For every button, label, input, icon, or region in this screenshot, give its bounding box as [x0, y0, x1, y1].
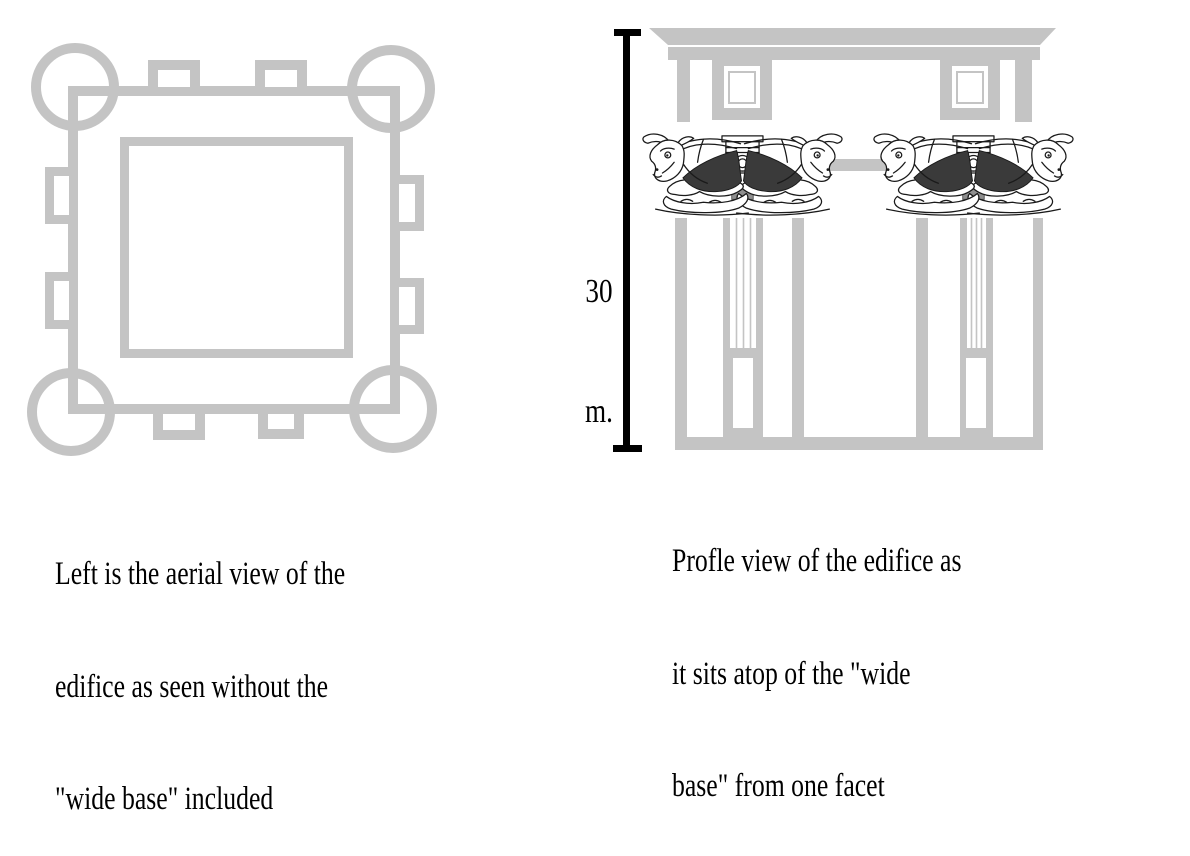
caption-line: "wide base" included: [55, 781, 274, 817]
profile-elevation-figure: [613, 28, 1100, 452]
capital-left: [643, 134, 842, 215]
window-right: [940, 54, 1000, 120]
right-caption: Profle view of the edifice as it sits at…: [672, 468, 961, 843]
caption-line: Left is the aerial view of the: [55, 556, 346, 592]
caption-line: edifice as seen without the: [55, 668, 329, 705]
caption-line: it sits atop of the "wide: [672, 655, 911, 692]
left-caption: Left is the aerial view of the edifice a…: [55, 481, 345, 856]
aerial-plan-figure: [0, 0, 470, 470]
roof-cornice: [649, 28, 1056, 45]
plan-tab-left-1: [45, 167, 69, 224]
caption-line: base" from one facet: [672, 768, 885, 804]
column-group-right: [916, 218, 1043, 440]
roof-post-right: [1015, 60, 1032, 122]
plan-corner-column-bottom-left: [27, 368, 115, 456]
plan-corner-column-top-left: [31, 43, 119, 131]
plan-corner-column-top-right: [347, 45, 435, 133]
plan-corner-column-bottom-right: [349, 365, 437, 453]
measurement-bar: [613, 29, 642, 452]
plan-outer-square: [68, 86, 400, 414]
window-left: [712, 54, 772, 120]
dimension-value: 30: [585, 273, 613, 310]
ground-bar: [675, 437, 1043, 450]
plan-tab-bottom-1: [153, 414, 205, 440]
column-group-left: [675, 218, 804, 440]
roof-post-left: [677, 60, 690, 122]
caption-line: Profle view of the edifice as: [672, 543, 962, 579]
plan-tab-top-2: [255, 60, 307, 87]
plan-tab-bottom-2: [258, 414, 304, 439]
plan-tab-right-2: [399, 278, 424, 334]
dimension-unit: m.: [585, 393, 613, 430]
plan-tab-left-2: [45, 272, 69, 329]
plan-inner-square: [120, 137, 353, 358]
plan-tab-top-1: [148, 60, 200, 87]
capital-right: [874, 134, 1073, 215]
lintel-bar: [830, 159, 888, 171]
dimension-label: 30 m.: [578, 192, 620, 472]
plan-tab-right-1: [399, 175, 424, 231]
